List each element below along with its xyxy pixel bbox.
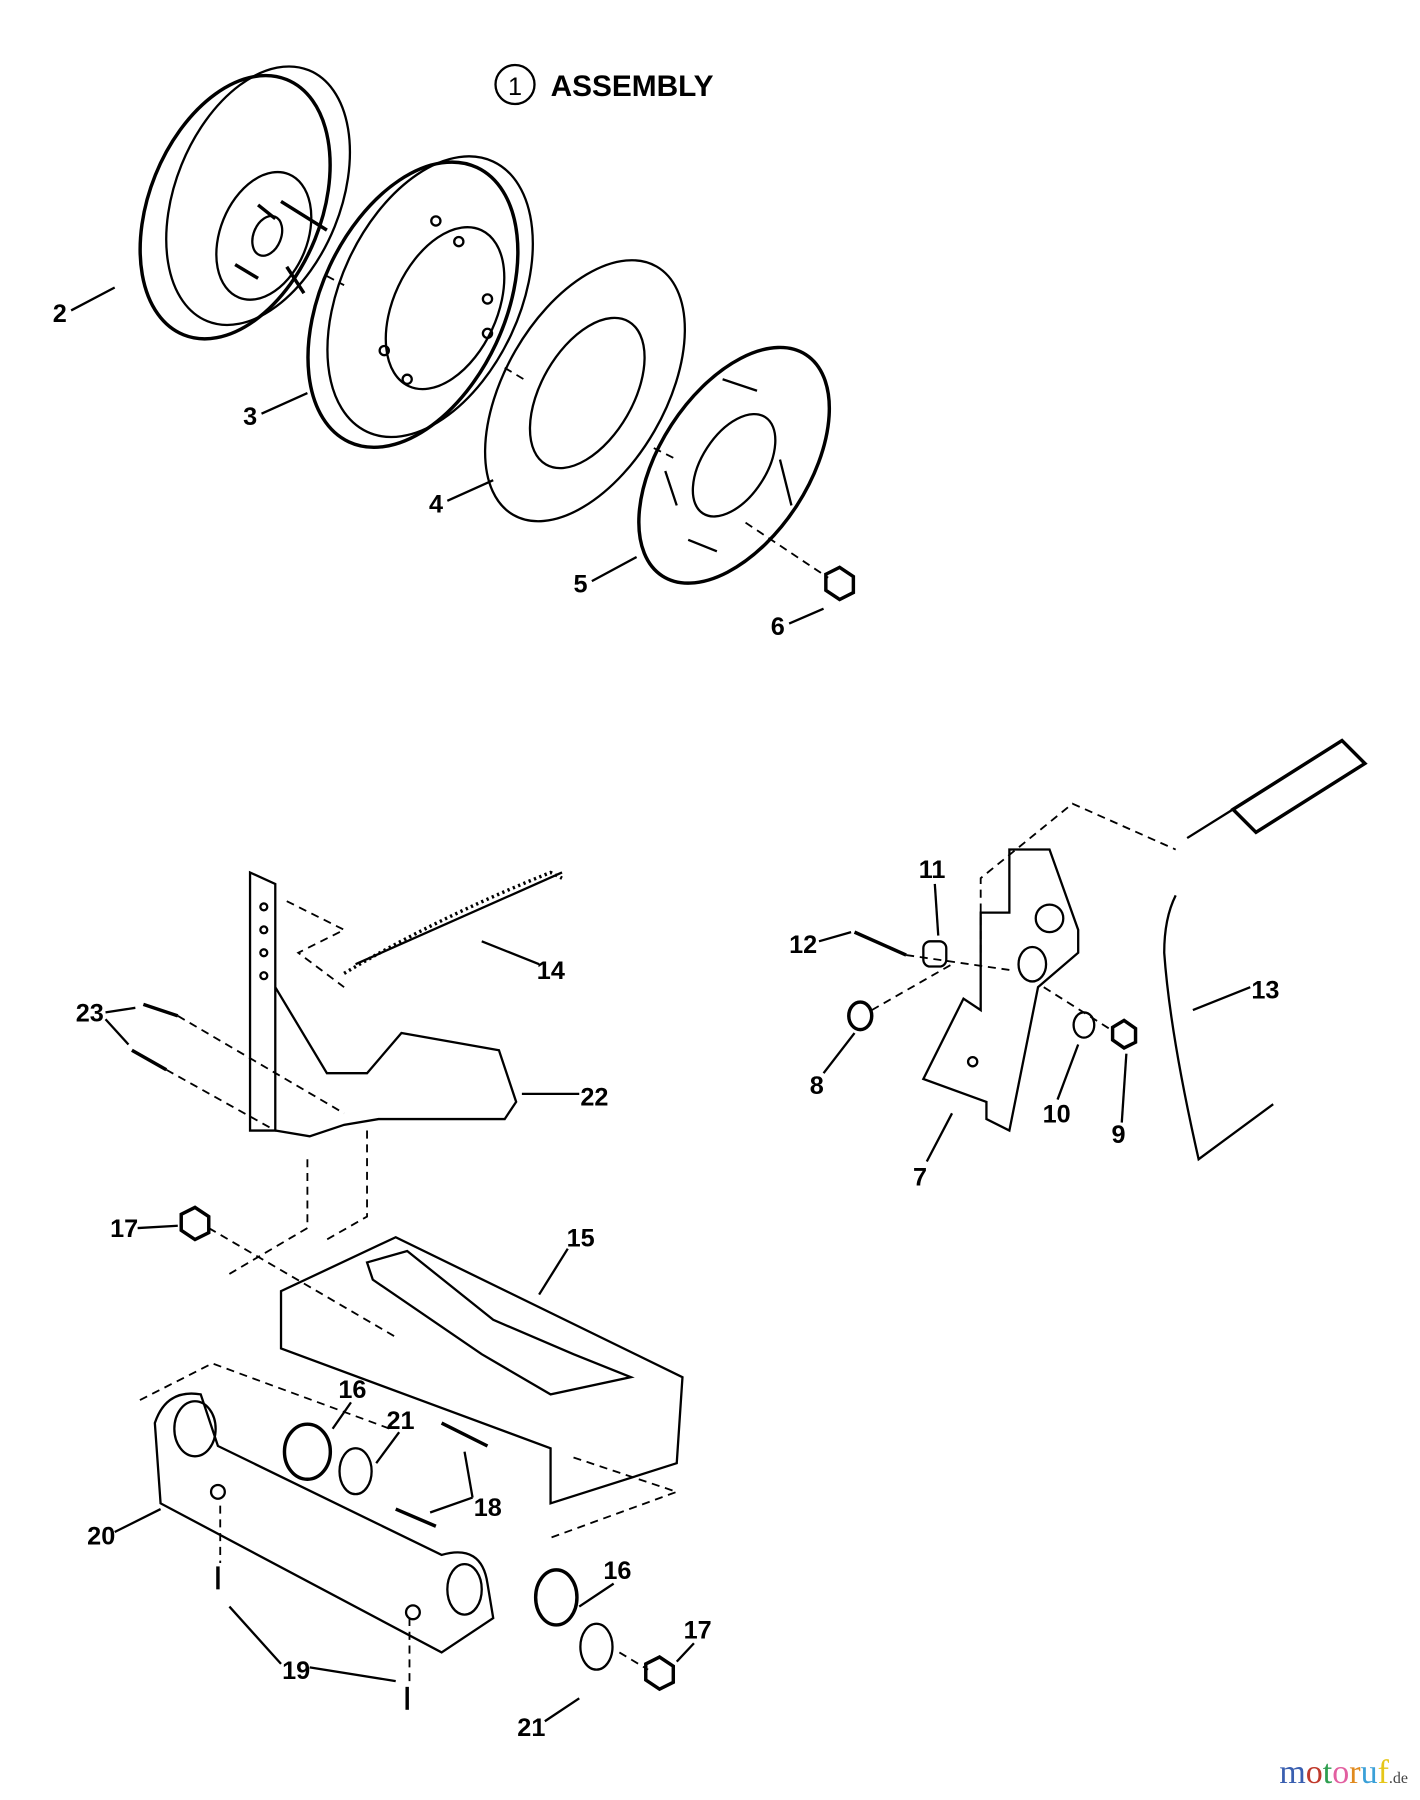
assembly-title: 1 ASSEMBLY xyxy=(494,63,714,106)
label-14: 14 xyxy=(537,957,565,985)
friction-disc xyxy=(483,259,686,523)
label-6: 6 xyxy=(771,613,785,641)
label-7: 7 xyxy=(913,1164,927,1192)
part-labels: 2 3 4 5 6 14 23 22 17 15 16 21 18 20 19 … xyxy=(53,300,1280,1742)
label-2: 2 xyxy=(53,300,67,328)
mounting-bracket xyxy=(279,1235,684,1505)
svg-text:1: 1 xyxy=(508,73,522,101)
bolts xyxy=(131,1002,179,1072)
hardware xyxy=(216,1421,676,1710)
label-19: 19 xyxy=(282,1657,310,1685)
label-4: 4 xyxy=(429,490,443,518)
label-13: 13 xyxy=(1251,977,1279,1005)
pivot-bar xyxy=(153,1392,495,1654)
brake-rod xyxy=(1163,738,1368,1162)
flange-nut xyxy=(824,565,856,602)
label-20: 20 xyxy=(87,1523,115,1551)
svg-text:ASSEMBLY: ASSEMBLY xyxy=(551,70,714,103)
label-10: 10 xyxy=(1043,1101,1071,1129)
brake-lever xyxy=(248,870,563,1138)
label-16b: 16 xyxy=(603,1557,631,1585)
label-11: 11 xyxy=(919,856,946,884)
watermark-logo: motoruf.de xyxy=(1279,1754,1408,1791)
pedal-bracket xyxy=(921,848,1080,1133)
brake-drum xyxy=(306,155,534,450)
label-15: 15 xyxy=(567,1224,595,1252)
label-5: 5 xyxy=(574,571,588,599)
pulley xyxy=(138,65,352,341)
label-9: 9 xyxy=(1111,1121,1125,1149)
pedal-hardware xyxy=(847,930,1138,1050)
backing-plate xyxy=(637,345,832,585)
label-21: 21 xyxy=(387,1407,415,1435)
label-17: 17 xyxy=(110,1215,138,1243)
label-17b: 17 xyxy=(684,1617,712,1645)
label-12: 12 xyxy=(789,931,817,959)
label-22: 22 xyxy=(580,1083,608,1111)
label-16: 16 xyxy=(338,1376,366,1404)
label-23: 23 xyxy=(76,1000,104,1028)
hex-nut xyxy=(179,1205,211,1242)
label-18: 18 xyxy=(474,1494,502,1522)
leader-lines xyxy=(70,286,1251,1723)
label-21b: 21 xyxy=(517,1714,545,1742)
label-8: 8 xyxy=(810,1072,824,1100)
label-3: 3 xyxy=(243,403,257,431)
